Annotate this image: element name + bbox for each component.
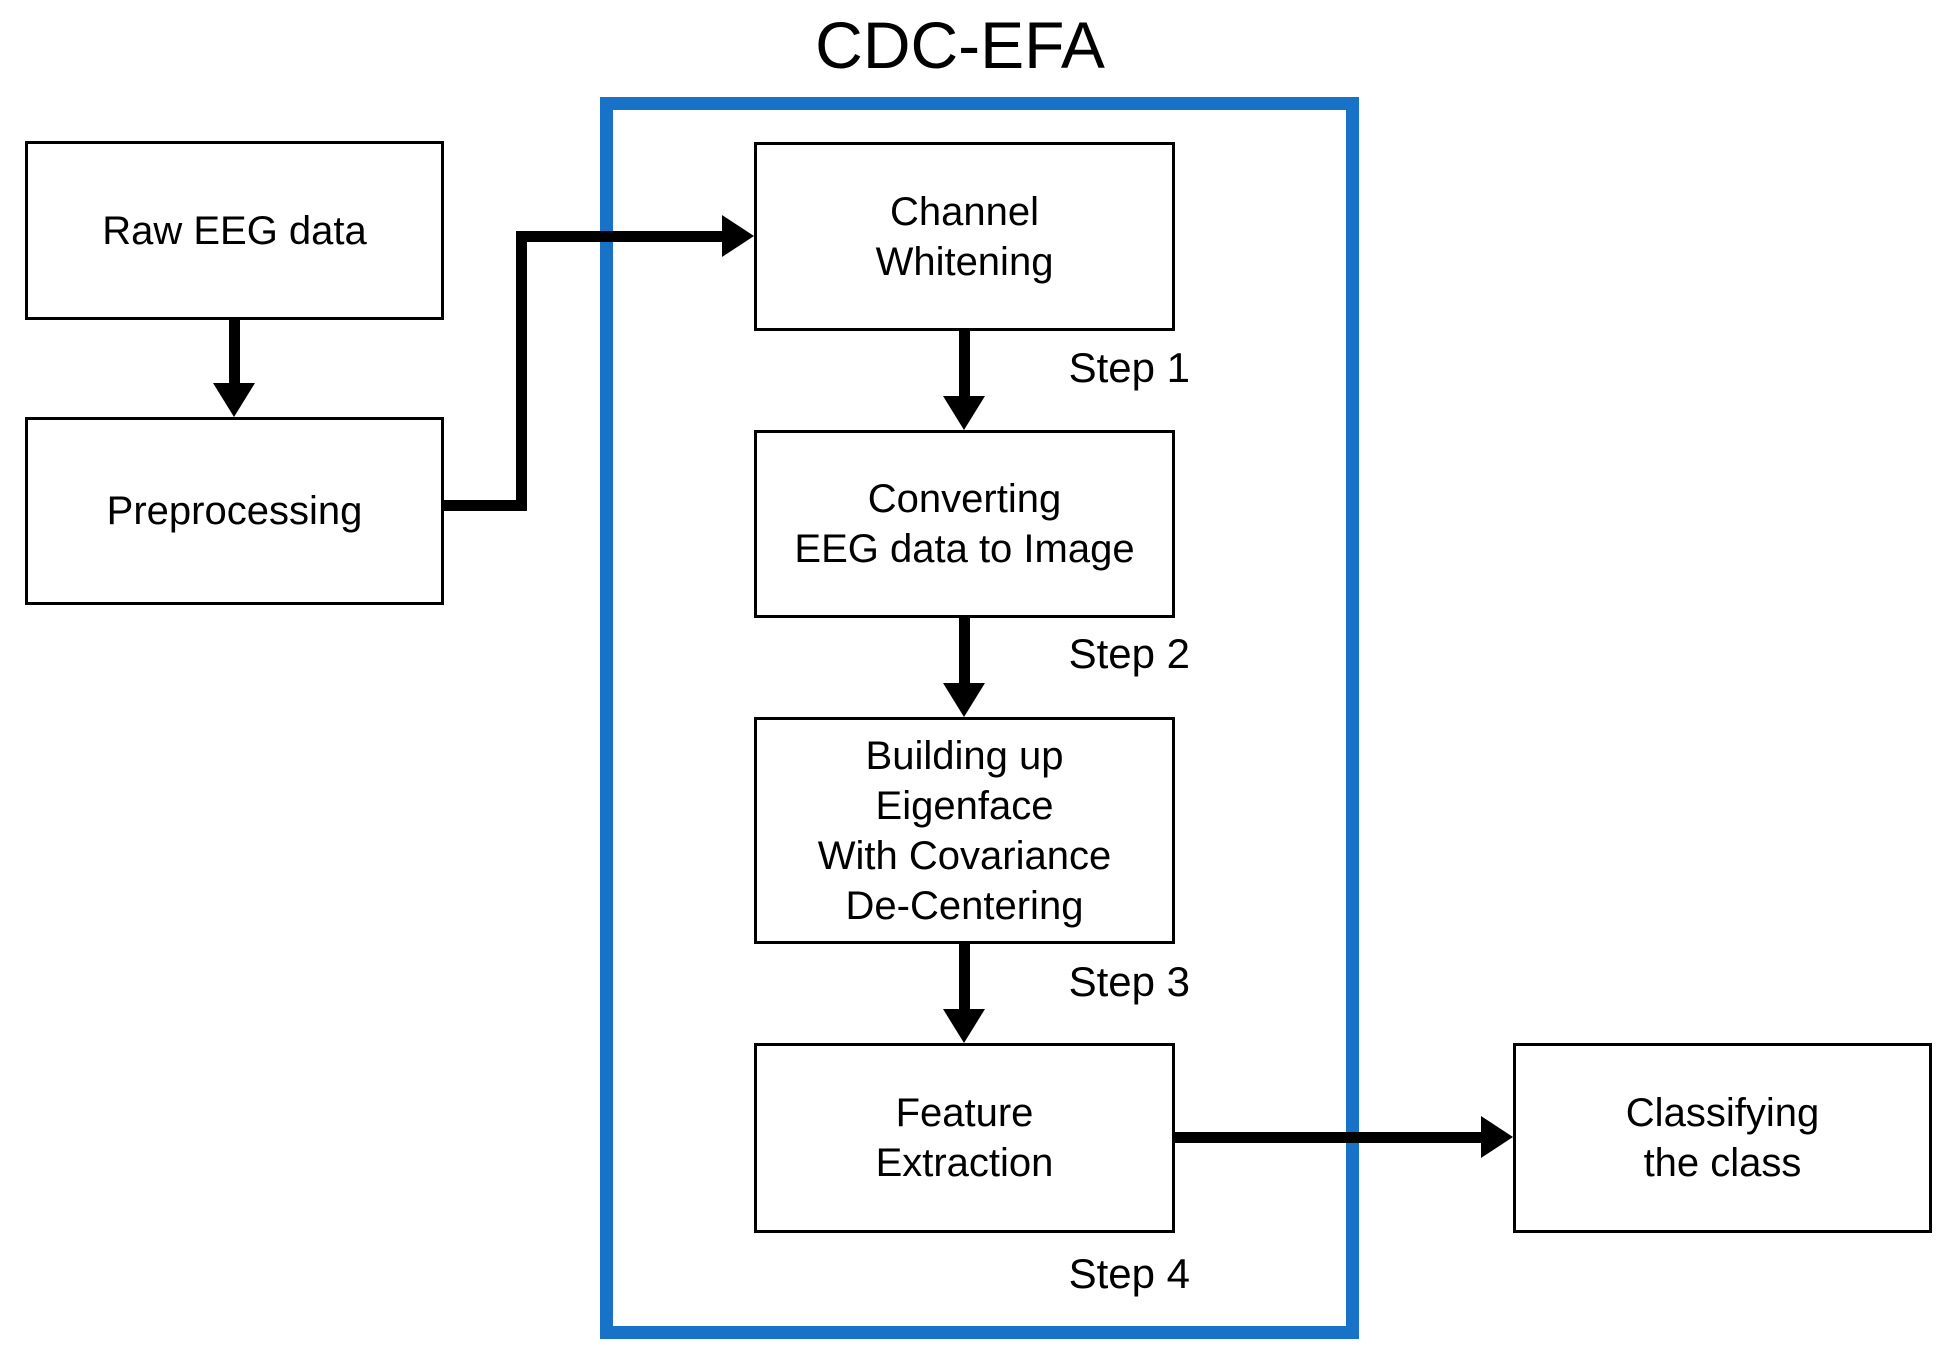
arrow-channel-to-converting-shaft xyxy=(959,330,970,396)
arrow-preprocessing-to-channel-head-icon xyxy=(722,215,754,257)
arrow-converting-to-building-head-icon xyxy=(943,683,985,717)
node-classifying-label-line2: the class xyxy=(1643,1141,1802,1185)
node-converting-label-line1: Converting xyxy=(867,477,1062,521)
arrow-channel-to-converting-head-icon xyxy=(943,396,985,430)
arrow-preprocessing-to-channel-segment-1 xyxy=(443,500,527,511)
node-feature-extraction: Feature Extraction xyxy=(754,1043,1175,1233)
node-raw-eeg-data-label: Raw EEG data xyxy=(102,208,367,253)
step-1-label: Step 1 xyxy=(1068,344,1190,391)
cdc-efa-frame xyxy=(600,97,1359,1339)
arrow-preprocessing-to-channel-segment-2 xyxy=(516,231,527,511)
arrow-preprocessing-to-channel-segment-3 xyxy=(516,231,722,242)
node-feature-label-line1: Feature xyxy=(895,1091,1034,1135)
node-channel-whitening: Channel Whitening xyxy=(754,142,1175,331)
arrow-raw-to-preprocessing-shaft xyxy=(229,320,240,383)
node-building-label-line2: Eigenface xyxy=(875,783,1054,828)
node-preprocessing-label: Preprocessing xyxy=(106,489,363,533)
step-2-label: Step 2 xyxy=(1068,630,1190,677)
node-raw-eeg-data: Raw EEG data xyxy=(25,141,444,320)
node-building-label-line4: De-Centering xyxy=(845,883,1084,928)
step-3-label: Step 3 xyxy=(1068,958,1190,1005)
node-building-label-line3: With Covariance xyxy=(817,833,1112,878)
node-classifying-the-class: Classifying the class xyxy=(1513,1043,1932,1233)
arrow-feature-to-classifying-head-icon xyxy=(1481,1116,1513,1158)
arrow-raw-to-preprocessing-head-icon xyxy=(213,383,255,417)
arrow-building-to-feature-head-icon xyxy=(943,1009,985,1043)
arrow-feature-to-classifying-shaft xyxy=(1174,1132,1481,1143)
node-converting-eeg-to-image: Converting EEG data to Image xyxy=(754,430,1175,618)
arrow-converting-to-building-shaft xyxy=(959,617,970,683)
node-feature-label-line2: Extraction xyxy=(875,1141,1054,1185)
node-building-eigenface: Building up Eigenface With Covariance De… xyxy=(754,717,1175,944)
diagram-title: CDC-EFA xyxy=(815,8,1105,82)
arrow-building-to-feature-shaft xyxy=(959,943,970,1009)
node-building-label-line1: Building up xyxy=(865,733,1064,778)
node-classifying-label-line1: Classifying xyxy=(1625,1091,1820,1135)
node-preprocessing: Preprocessing xyxy=(25,417,444,605)
step-4-label: Step 4 xyxy=(1068,1250,1190,1297)
node-channel-whitening-label-line1: Channel xyxy=(889,189,1039,234)
node-converting-label-line2: EEG data to Image xyxy=(794,527,1135,571)
node-channel-whitening-label-line2: Whitening xyxy=(875,239,1054,284)
